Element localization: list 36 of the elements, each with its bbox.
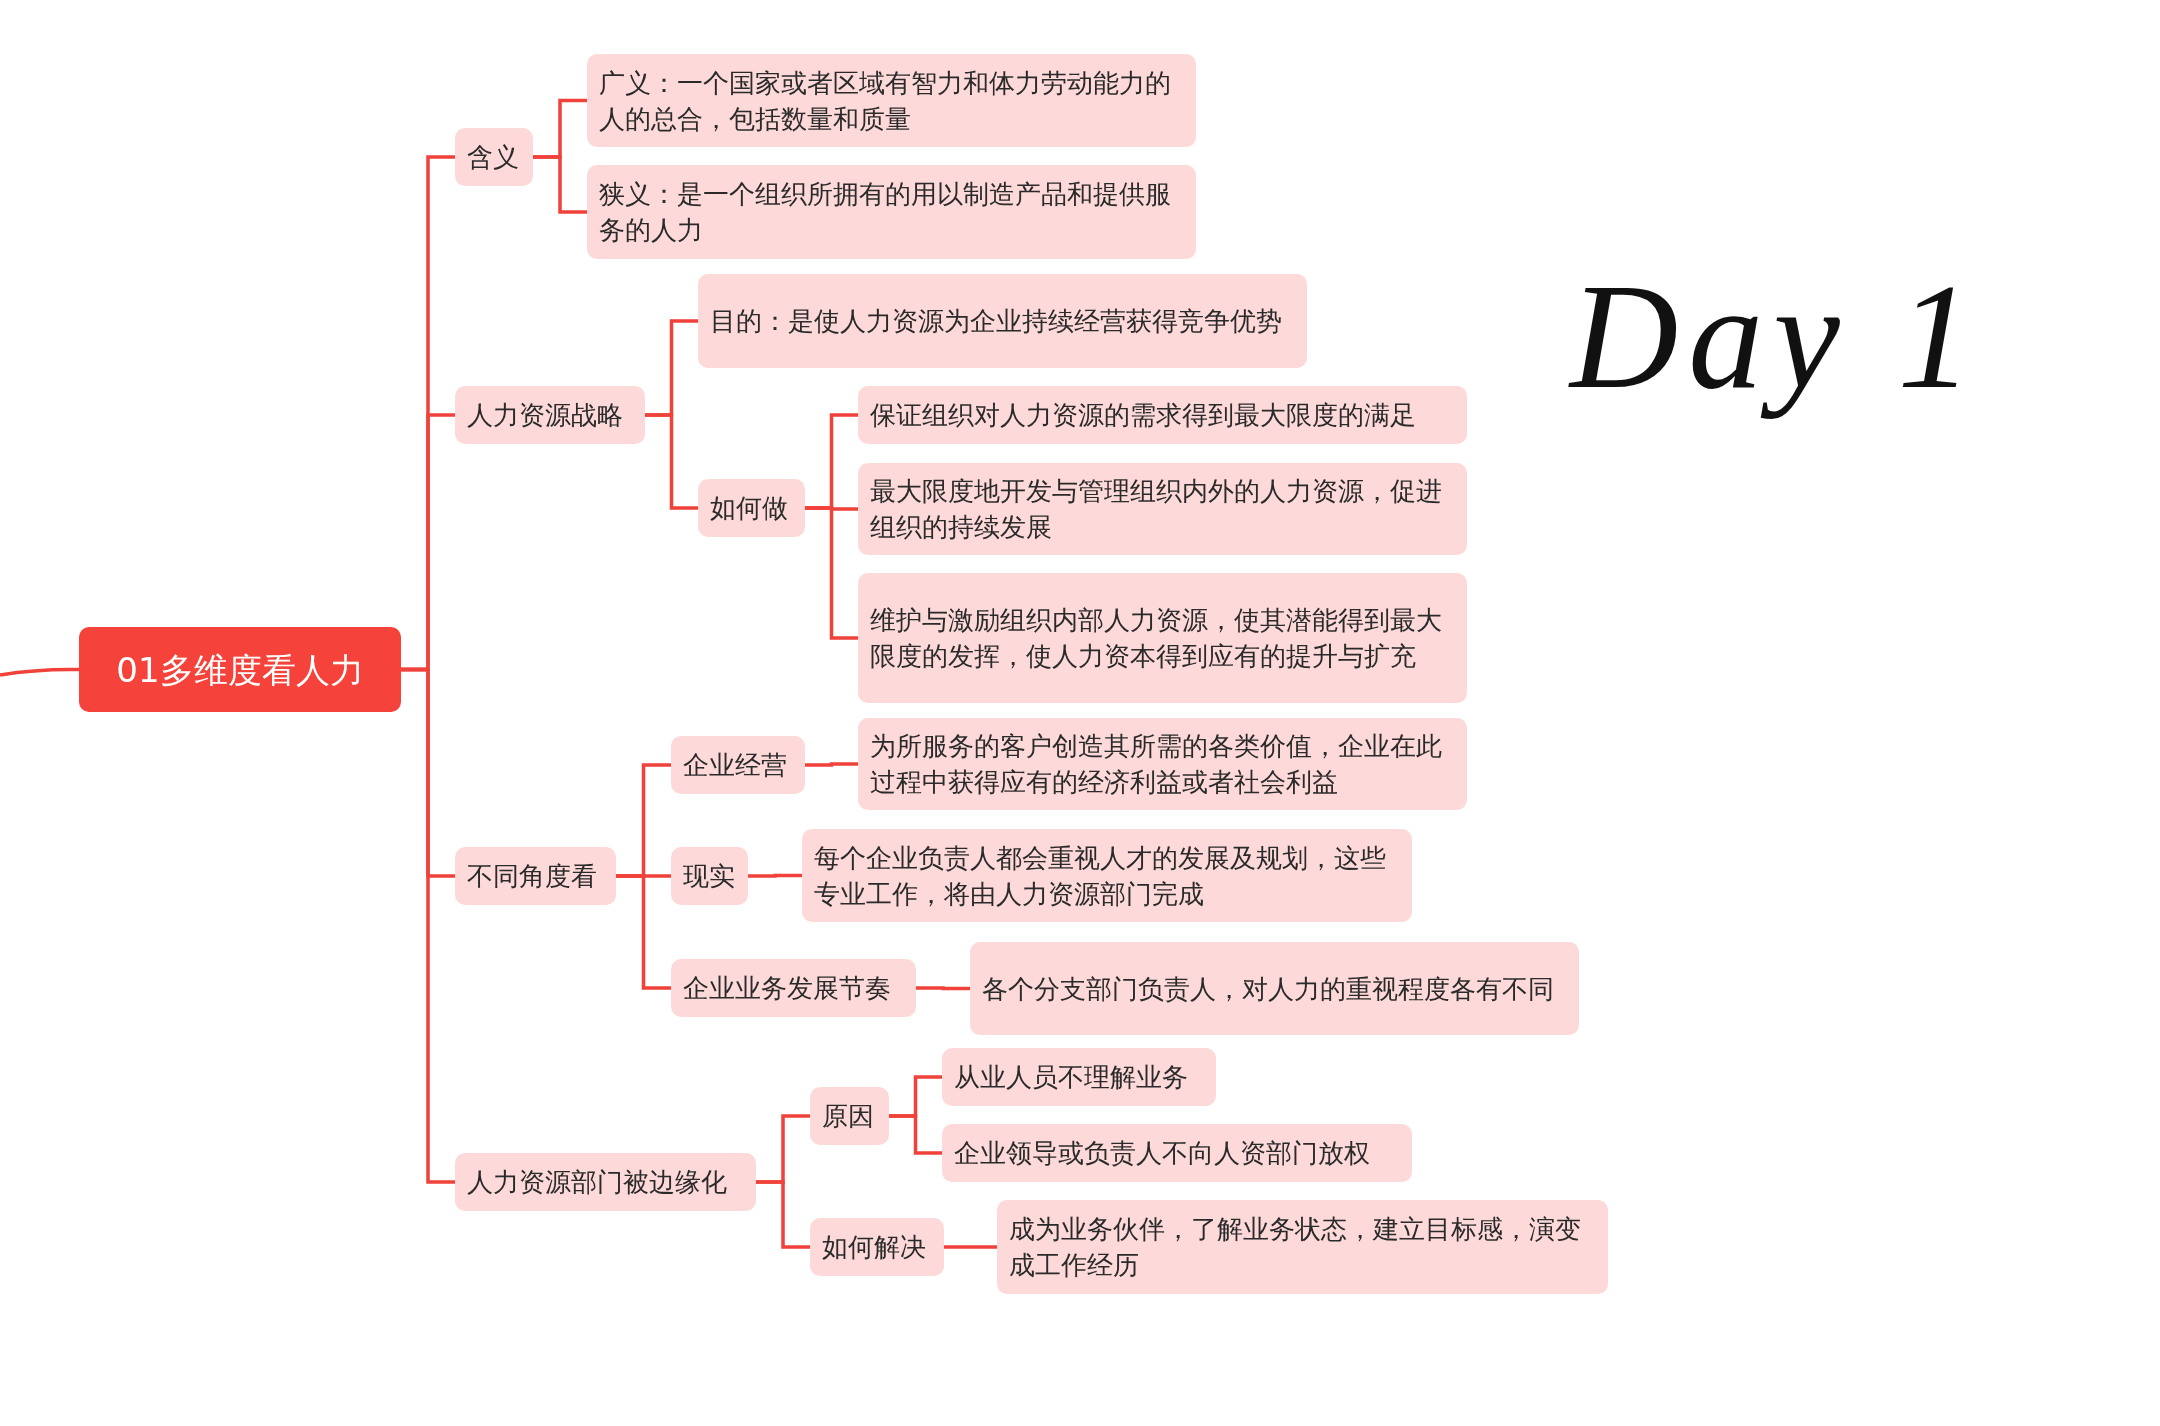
topic-box: 原因 [810, 1087, 889, 1145]
connector-line [533, 155, 587, 214]
topic-box: 如何解决 [810, 1218, 944, 1276]
topic-box: 最大限度地开发与管理组织内外的人力资源，促进组织的持续发展 [858, 463, 1467, 555]
connector-line [889, 1114, 942, 1155]
topic-box: 狭义：是一个组织所拥有的用以制造产品和提供服务的人力 [587, 165, 1196, 259]
topic-box: 企业经营 [671, 736, 805, 794]
topic-box: 现实 [671, 847, 748, 905]
handwritten-note: Day 1 [1570, 252, 1983, 421]
topic-box: 维护与激励组织内部人力资源，使其潜能得到最大限度的发挥，使人力资本得到应有的提升与扩充 [858, 573, 1467, 703]
topic-box: 各个分支部门负责人，对人力的重视程度各有不同 [970, 942, 1579, 1035]
topic-box: 为所服务的客户创造其所需的各类价值，企业在此过程中获得应有的经济利益或者社会利益 [858, 718, 1467, 810]
topic-box: 人力资源部门被边缘化 [455, 1153, 756, 1211]
connector-line [944, 1245, 997, 1249]
central-topic: 01多维度看人力 [79, 627, 401, 712]
connector-line [916, 986, 970, 991]
topic-box: 不同角度看 [455, 847, 616, 905]
connector-line [756, 1180, 810, 1249]
connector-line [0, 667, 80, 677]
topic-box: 每个企业负责人都会重视人才的发展及规划，这些专业工作，将由人力资源部门完成 [802, 829, 1412, 922]
topic-box: 企业领导或负责人不向人资部门放权 [942, 1124, 1412, 1182]
topic-box: 广义：一个国家或者区域有智力和体力劳动能力的人的总合，包括数量和质量 [587, 54, 1196, 147]
connector-line [616, 874, 671, 990]
connector-line [645, 413, 698, 510]
connector-line [805, 762, 858, 767]
topic-box: 保证组织对人力资源的需求得到最大限度的满足 [858, 386, 1467, 444]
connector-line [748, 873, 802, 878]
connector-line [805, 506, 858, 640]
topic-box: 人力资源战略 [455, 386, 645, 444]
topic-box: 含义 [455, 128, 533, 186]
topic-box: 成为业务伙伴，了解业务状态，建立目标感，演变成工作经历 [997, 1200, 1608, 1294]
topic-box: 企业业务发展节奏 [671, 959, 916, 1017]
topic-box: 如何做 [698, 479, 805, 537]
topic-box: 从业人员不理解业务 [942, 1048, 1216, 1106]
connector-line [401, 667, 455, 1184]
topic-box: 目的：是使人力资源为企业持续经营获得竞争优势 [698, 274, 1307, 368]
